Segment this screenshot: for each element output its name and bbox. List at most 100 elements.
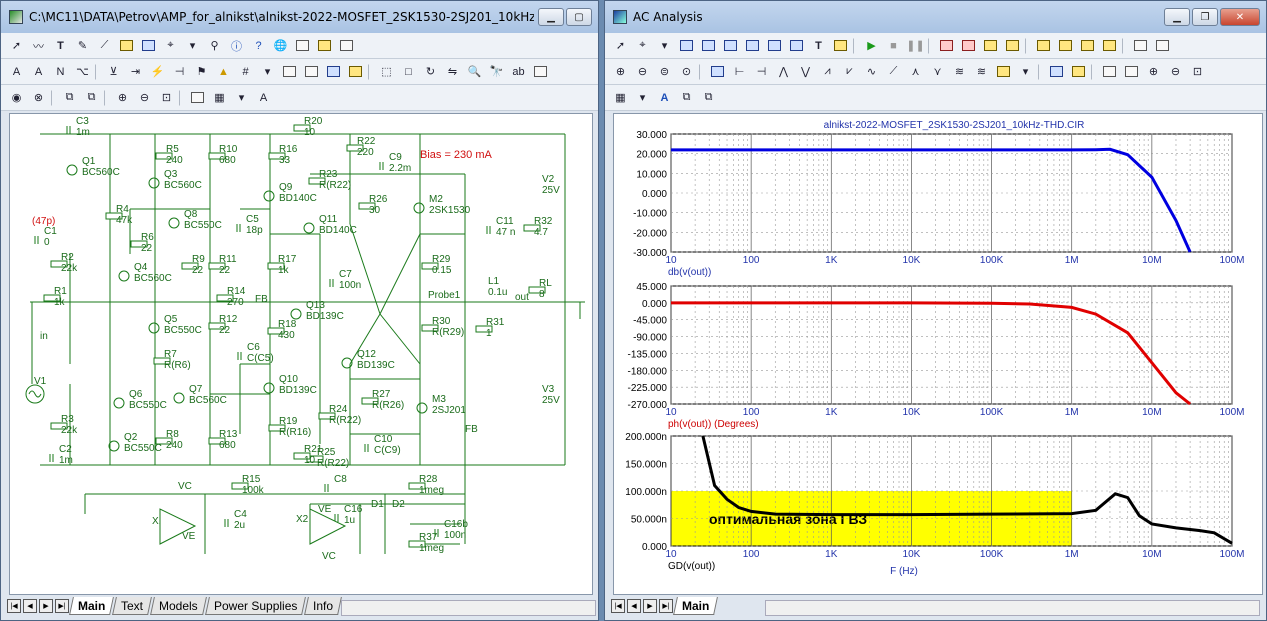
restore-button[interactable]: ❐: [1192, 8, 1218, 26]
warning-icon[interactable]: ▲: [218, 65, 229, 78]
zoom-in-icon[interactable]: ⊕: [117, 92, 128, 104]
stepping-icon[interactable]: [981, 36, 1000, 55]
paste-icon[interactable]: ⧉: [87, 91, 96, 103]
horizontal-scrollbar[interactable]: [341, 600, 596, 616]
horizontal-scrollbar[interactable]: [765, 600, 1260, 616]
zoom-in-icon-2[interactable]: ⊕: [1148, 66, 1159, 78]
component-icon[interactable]: [117, 36, 136, 55]
inflection-icon[interactable]: ∿: [866, 66, 877, 78]
pointer-icon[interactable]: ⌖: [167, 39, 174, 51]
pointer-icon[interactable]: ⌖: [639, 39, 646, 51]
prev-page-icon[interactable]: ◀: [23, 599, 37, 613]
top-icon[interactable]: ≋: [954, 66, 965, 78]
next-page-icon[interactable]: ▶: [643, 599, 657, 613]
pause-icon[interactable]: ❚❚: [906, 40, 925, 52]
power-icon[interactable]: ⚡: [150, 66, 165, 78]
zoom-all-icon[interactable]: ⊜: [659, 66, 670, 78]
text-grid-icon[interactable]: A: [12, 65, 21, 78]
list-icon[interactable]: [1047, 62, 1066, 81]
fit-width-icon[interactable]: [1100, 62, 1119, 81]
layout-icon[interactable]: ▦: [615, 92, 626, 104]
zoom-out-icon[interactable]: ⊖: [139, 92, 150, 104]
copy-icon[interactable]: ⧉: [682, 91, 691, 103]
rotate-icon[interactable]: ↻: [425, 66, 436, 78]
tag-icon[interactable]: [721, 36, 740, 55]
options-icon[interactable]: [531, 62, 550, 81]
next-page-icon[interactable]: ▶: [39, 599, 53, 613]
zoom-in-icon[interactable]: ⊕: [615, 66, 626, 78]
find-icon[interactable]: 🔍: [467, 66, 482, 78]
text-tool-icon[interactable]: T: [57, 39, 64, 52]
edit-doc-icon[interactable]: [337, 36, 356, 55]
point-tag-icon[interactable]: [743, 36, 762, 55]
dropdown-icon[interactable]: ▾: [189, 40, 196, 52]
low-icon[interactable]: ⩗: [846, 65, 853, 77]
formula-icon[interactable]: [787, 36, 806, 55]
bus-icon[interactable]: [139, 36, 158, 55]
dropdown-icon[interactable]: ▾: [661, 40, 668, 52]
stop-circle-icon[interactable]: ◉: [11, 92, 22, 104]
help-icon[interactable]: ?: [255, 39, 262, 52]
tab-info[interactable]: Info: [304, 597, 343, 615]
first-page-icon[interactable]: |◀: [7, 599, 21, 613]
flag-icon[interactable]: ⚑: [196, 66, 207, 78]
ac-analysis-titlebar[interactable]: AC Analysis ▁ ❐ ✕: [605, 1, 1266, 33]
slope-icon[interactable]: ⟋: [889, 65, 898, 77]
binoculars-icon[interactable]: 🔭: [489, 66, 504, 78]
maximize-button[interactable]: ▢: [566, 8, 592, 26]
properties-icon[interactable]: [293, 36, 312, 55]
info-icon[interactable]: ⓘ: [231, 40, 242, 53]
zoom-out-icon[interactable]: ⊖: [637, 66, 648, 78]
tools-icon[interactable]: [346, 62, 365, 81]
attr-text-icon[interactable]: A: [34, 65, 43, 78]
high-icon[interactable]: ⩘: [824, 65, 831, 77]
layout-icon[interactable]: ▦: [214, 92, 225, 104]
box-icon[interactable]: □: [405, 65, 412, 78]
peak-icon[interactable]: [937, 36, 956, 55]
last-page-icon[interactable]: ▶|: [659, 599, 673, 613]
cursor-right-icon[interactable]: ⊣: [756, 66, 767, 78]
tab-power-supplies[interactable]: Power Supplies: [205, 597, 307, 615]
prev-page-icon[interactable]: ◀: [627, 599, 641, 613]
run-icon[interactable]: ▶: [867, 40, 876, 52]
tab-models[interactable]: Models: [150, 597, 207, 615]
list-icon[interactable]: [315, 36, 334, 55]
page-icon[interactable]: [280, 62, 299, 81]
copy-page-icon[interactable]: [302, 62, 321, 81]
globe-icon[interactable]: 🌐: [273, 40, 288, 52]
scale-icon[interactable]: [677, 36, 696, 55]
font-icon[interactable]: A: [259, 91, 268, 104]
pin-icon[interactable]: ⌥: [76, 66, 89, 78]
tile-icon[interactable]: [1153, 36, 1172, 55]
zoom-fit-icon[interactable]: ⊡: [1192, 66, 1203, 78]
close-button[interactable]: ✕: [1220, 8, 1260, 26]
plot-group-1-icon[interactable]: [1034, 36, 1053, 55]
minimize-button[interactable]: ▁: [538, 8, 564, 26]
copy-icon[interactable]: ⧉: [65, 91, 74, 103]
print-icon[interactable]: [1069, 62, 1088, 81]
dropdown-icon-3[interactable]: ▾: [639, 92, 646, 104]
fit-height-icon[interactable]: [1122, 62, 1141, 81]
tab-text[interactable]: Text: [112, 597, 153, 615]
stop-icon[interactable]: ■: [890, 39, 897, 52]
plot-group-2-icon[interactable]: [1056, 36, 1075, 55]
zoom-fit-icon[interactable]: ⊡: [161, 92, 172, 104]
snap-icon[interactable]: [324, 62, 343, 81]
plot-group-3-icon[interactable]: [1078, 36, 1097, 55]
scale-edit-icon[interactable]: [708, 62, 727, 81]
tab-main[interactable]: Main: [673, 597, 719, 615]
global-high-icon[interactable]: ⋏: [911, 66, 920, 78]
first-page-icon[interactable]: |◀: [611, 599, 625, 613]
font-icon[interactable]: A: [660, 91, 669, 104]
tab-main[interactable]: Main: [69, 597, 115, 615]
peak-cursor-icon[interactable]: ⋀: [778, 66, 789, 78]
valley-cursor-icon[interactable]: ⋁: [800, 66, 811, 78]
current-icon[interactable]: ⇥: [130, 66, 141, 78]
voltage-icon[interactable]: ⊻: [109, 66, 118, 78]
mirror-icon[interactable]: ⇋: [447, 66, 458, 78]
brush-icon[interactable]: ⟋: [100, 39, 109, 51]
replace-icon[interactable]: ab: [512, 65, 525, 78]
minimize-button[interactable]: ▁: [1164, 8, 1190, 26]
grid-icon[interactable]: #: [242, 65, 249, 78]
